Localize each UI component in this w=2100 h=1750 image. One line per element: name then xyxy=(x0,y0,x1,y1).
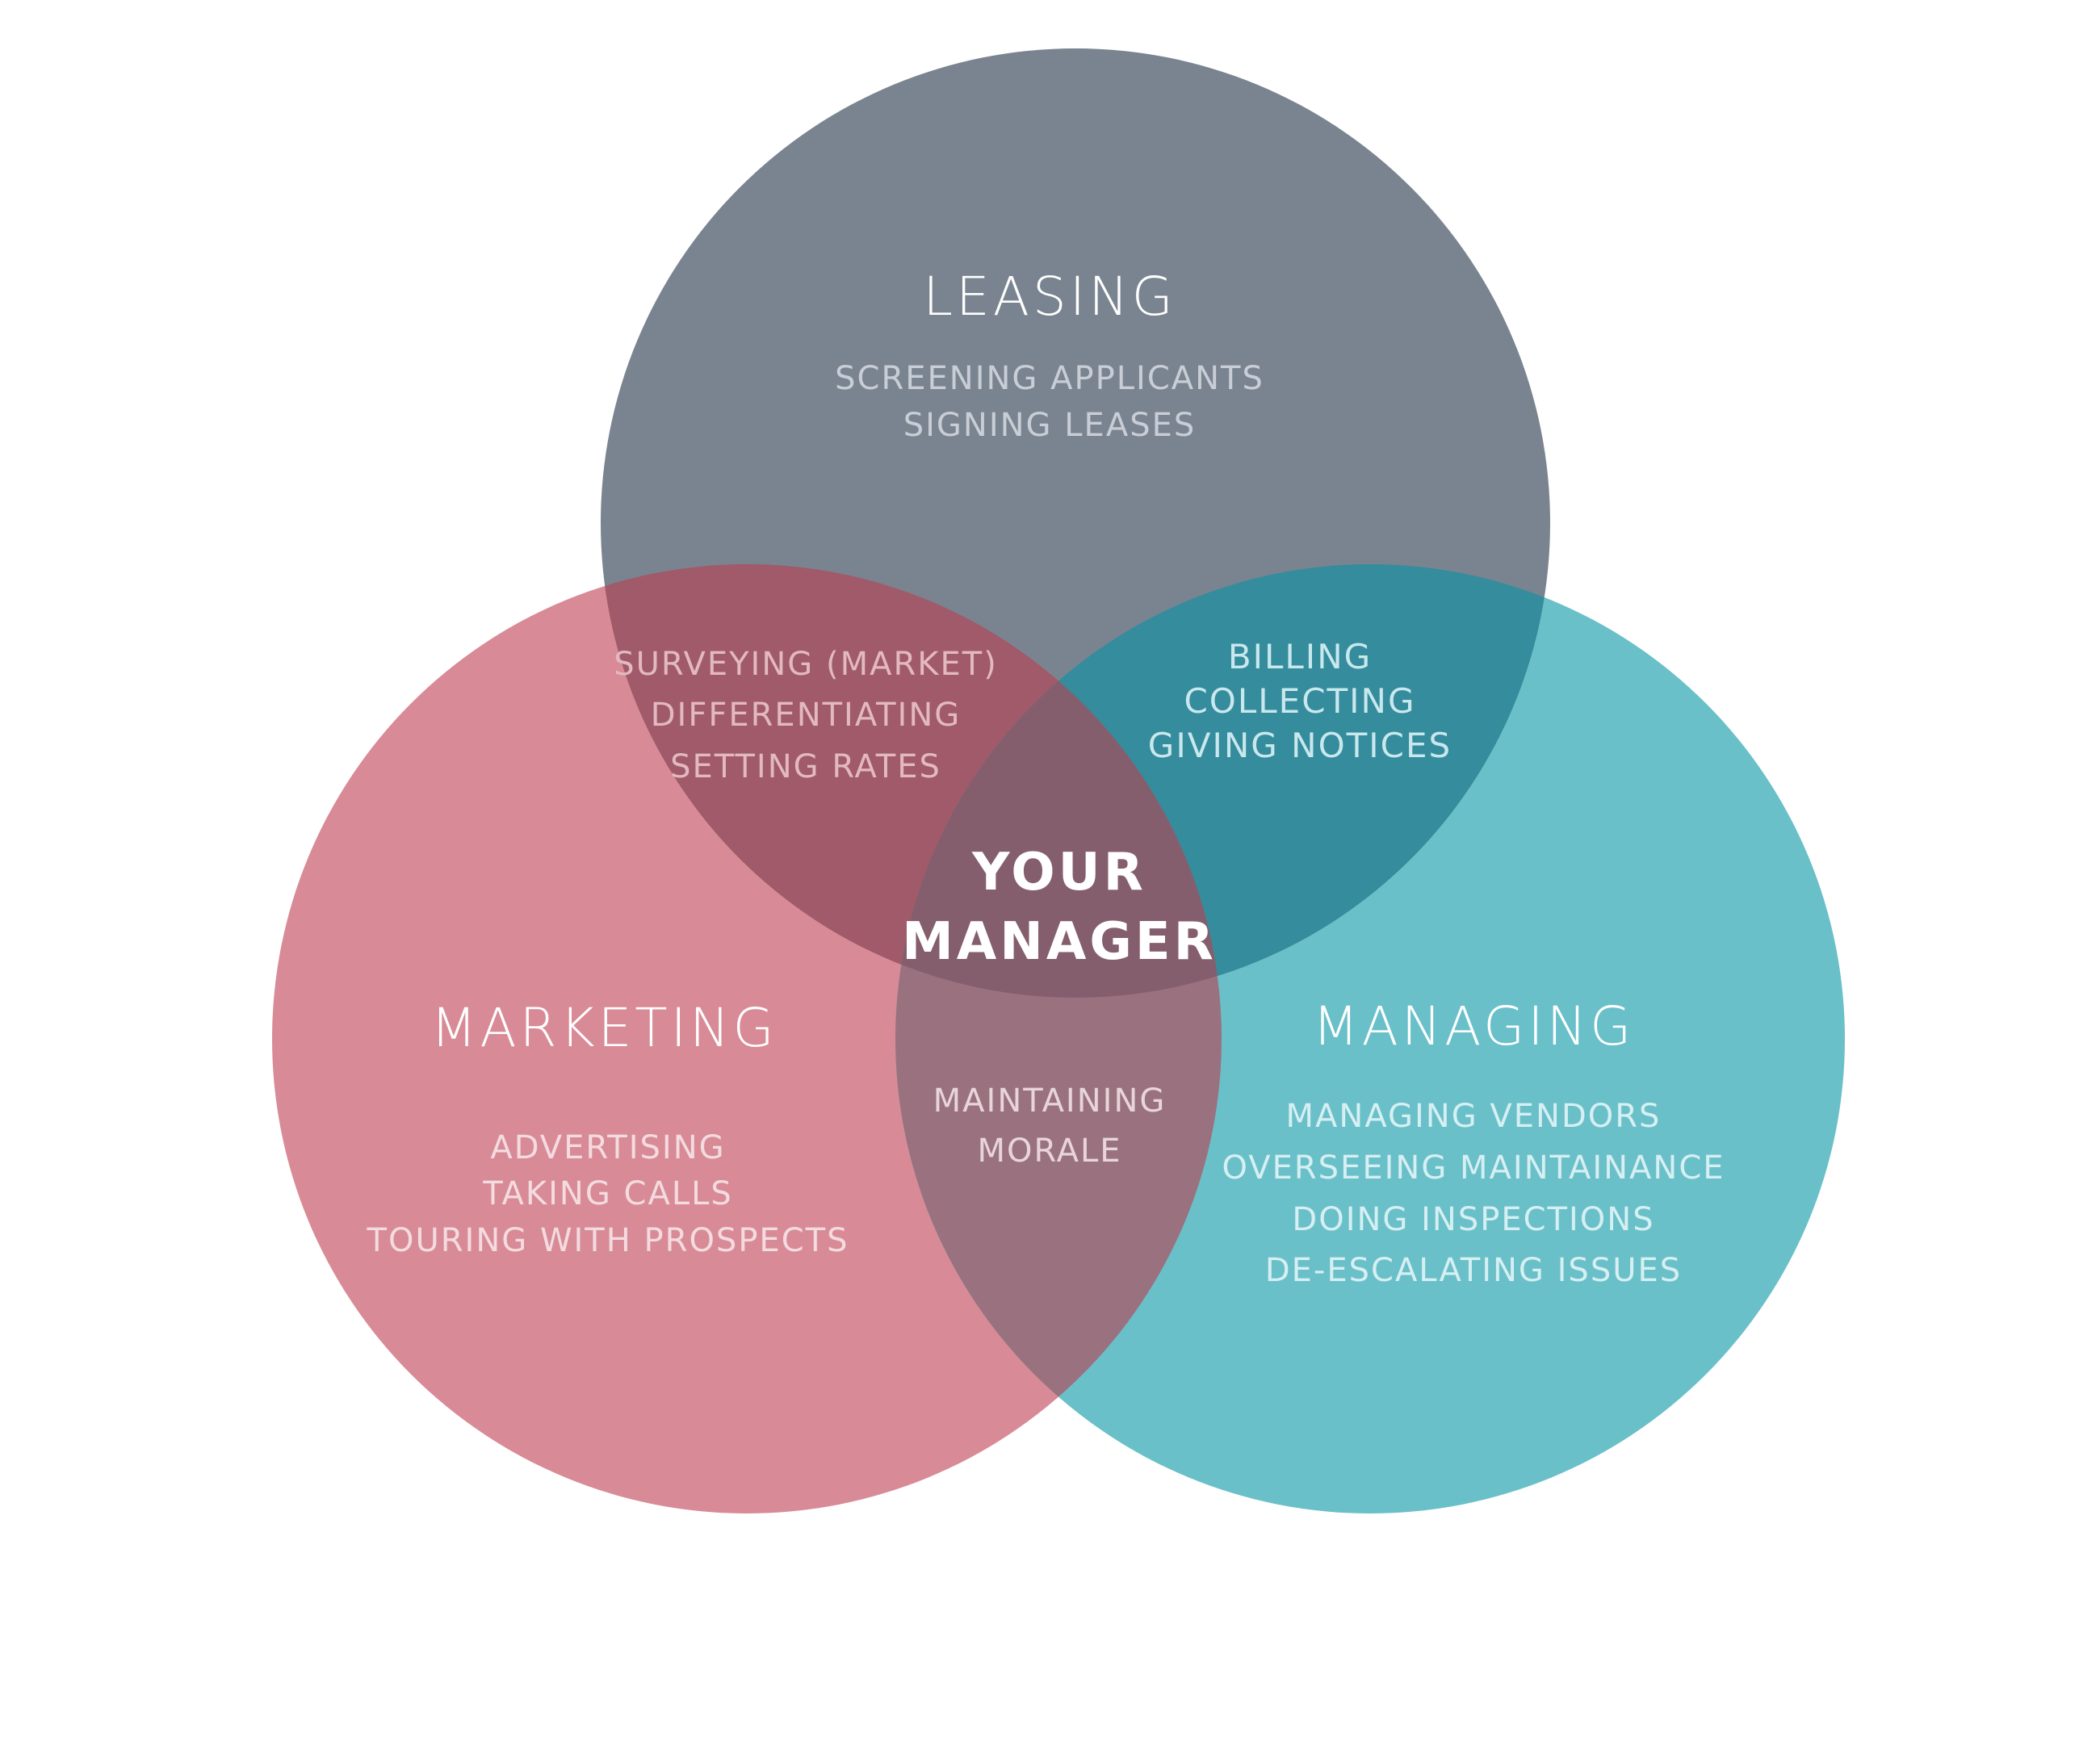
leasing-item: SIGNING LEASES xyxy=(903,407,1197,444)
leasing-item: SCREENING APPLICANTS xyxy=(835,360,1264,397)
leasing-managing-item: GIVING NOTICES xyxy=(1148,726,1452,765)
leasing-title: LEASING xyxy=(923,266,1176,328)
center-label-line: MANAGER xyxy=(902,912,1217,972)
leasing-marketing-item: DIFFERENTIATING xyxy=(651,697,962,734)
leasing-marketing-item: SURVEYING (MARKET) xyxy=(614,646,998,683)
managing-item: OVERSEEING MAINTAINANCE xyxy=(1222,1149,1725,1187)
managing-title: MANAGING xyxy=(1313,995,1635,1057)
marketing-managing-item: MORALE xyxy=(977,1132,1121,1170)
center-overlap xyxy=(895,564,1222,998)
leasing-managing-item: COLLECTING xyxy=(1184,681,1415,721)
marketing-title: MARKETING xyxy=(430,997,777,1059)
managing-item: MANAGING VENDORS xyxy=(1286,1098,1662,1135)
leasing-managing-item: BILLING xyxy=(1228,637,1372,676)
managing-item: DOING INSPECTIONS xyxy=(1292,1201,1654,1238)
marketing-item: TAKING CALLS xyxy=(482,1175,733,1212)
marketing-item: ADVERTISING xyxy=(490,1129,725,1166)
marketing-managing-item: MAINTAINING xyxy=(933,1082,1167,1120)
leasing-marketing-item: SETTING RATES xyxy=(670,748,941,785)
center-label-line: YOUR xyxy=(971,843,1146,902)
marketing-item: TOURING WITH PROSPECTS xyxy=(367,1222,849,1259)
managing-item: DE-ESCALATING ISSUES xyxy=(1265,1252,1682,1289)
